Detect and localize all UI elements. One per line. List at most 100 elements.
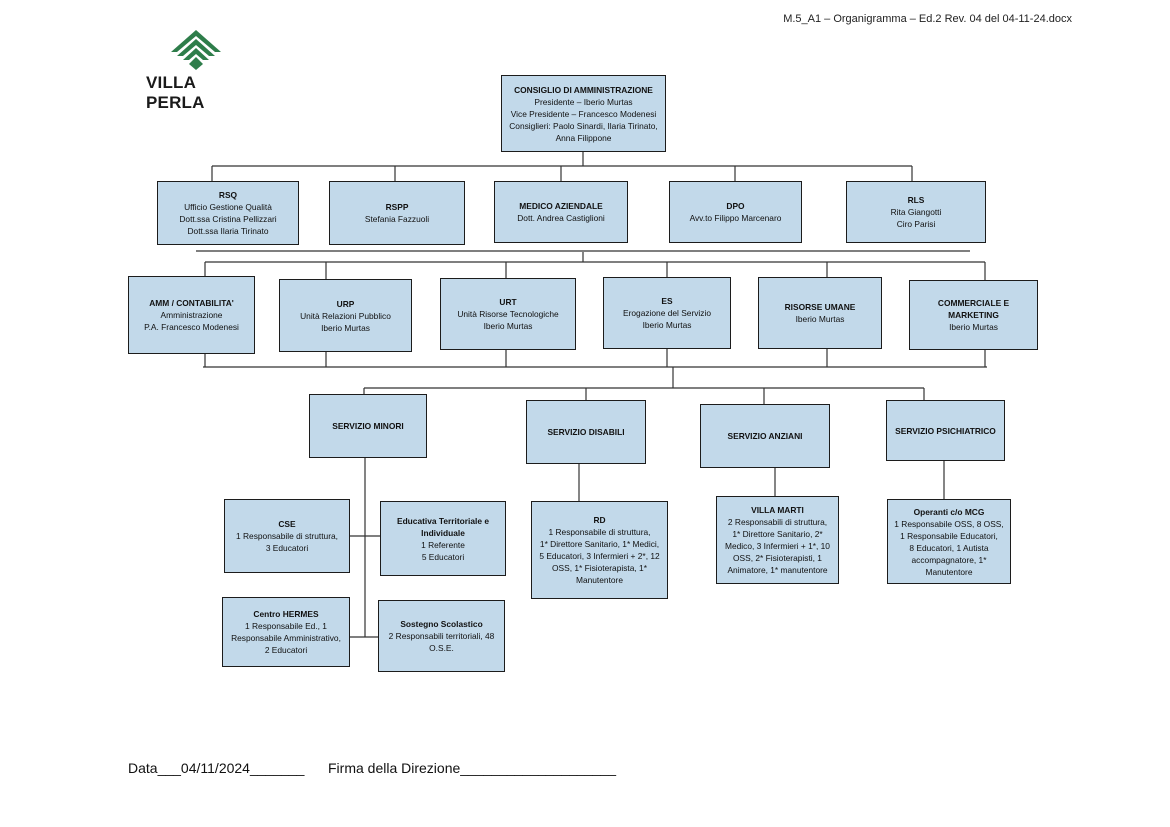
- dept-line: Iberio Murtas: [949, 322, 998, 332]
- staff-line: Ciro Parisi: [896, 219, 936, 229]
- dept-title: URT: [499, 297, 517, 307]
- unit-title: CSE: [278, 519, 296, 529]
- staff-box-rspp: RSPP Stefania Fazzuoli: [329, 181, 465, 245]
- dept-line: Unità Relazioni Pubblico: [300, 310, 391, 321]
- date-field: Data___04/11/2024_______: [128, 760, 305, 776]
- logo: VILLA PERLA: [146, 30, 246, 112]
- staff-title: RSPP: [385, 202, 409, 212]
- dept-title: COMMERCIALE E MARKETING: [937, 298, 1010, 320]
- staff-box-rls: RLS Rita Giangotti Ciro Parisi: [846, 181, 986, 243]
- unit-line: 1 Referente: [421, 539, 465, 550]
- dept-line: Amministrazione: [160, 310, 223, 320]
- service-title: SERVIZIO DISABILI: [547, 427, 625, 437]
- dept-line: Iberio Murtas: [483, 321, 533, 331]
- dept-line: Erogazione del Servizio: [623, 308, 711, 318]
- unit-box-cse: CSE 1 Responsabile di struttura, 3 Educa…: [224, 499, 350, 573]
- unit-box-operanti-mcg: Operanti c/o MCG 1 Responsabile OSS, 8 O…: [887, 499, 1011, 584]
- unit-box-rd: RD 1 Responsabile di struttura, 1* Diret…: [531, 501, 668, 599]
- dept-line: Iberio Murtas: [321, 322, 370, 333]
- dept-box-urt: URT Unità Risorse Tecnologiche Iberio Mu…: [440, 278, 576, 350]
- staff-line: Dott.ssa Cristina Pellizzari: [179, 214, 277, 224]
- unit-line: Manutentore: [925, 566, 973, 577]
- board-line: Consiglieri: Paolo Sinardi, Ilaria Tirin…: [509, 120, 658, 131]
- staff-line: Ufficio Gestione Qualità: [184, 202, 272, 212]
- staff-line: Rita Giangotti: [890, 207, 942, 217]
- unit-line: 1* Direttore Sanitario, 2*: [732, 529, 823, 539]
- dept-line: P.A. Francesco Modenesi: [144, 322, 239, 332]
- unit-line: accompagnatore, 1*: [911, 554, 987, 565]
- unit-line: Animatore, 1* manutentore: [727, 565, 828, 575]
- dept-box-es: ES Erogazione del Servizio Iberio Murtas: [603, 277, 731, 349]
- staff-box-medico: MEDICO AZIENDALE Dott. Andrea Castiglion…: [494, 181, 628, 243]
- dept-title: URP: [336, 298, 355, 309]
- unit-line: OSS, 1* Fisioterapista, 1*: [552, 563, 647, 573]
- service-box-anziani: SERVIZIO ANZIANI: [700, 404, 830, 468]
- signature-field: Firma della Direzione___________________…: [328, 760, 616, 776]
- unit-title: RD: [593, 515, 606, 525]
- unit-line: Responsabile Amministrativo,: [231, 633, 341, 643]
- unit-line: 2 Educatori: [264, 645, 308, 655]
- unit-line: 3 Educatori: [265, 543, 309, 553]
- staff-title: RSQ: [218, 190, 238, 200]
- unit-line: 1 Responsabile OSS, 8 OSS,: [894, 518, 1004, 529]
- staff-box-dpo: DPO Avv.to Filippo Marcenaro: [669, 181, 802, 243]
- board-line: Anna Filippone: [555, 132, 612, 143]
- board-line: Presidente – Iberio Murtas: [534, 96, 633, 107]
- unit-box-centro-hermes: Centro HERMES 1 Responsabile Ed., 1 Resp…: [222, 597, 350, 667]
- dept-title: ES: [661, 296, 673, 306]
- service-title: SERVIZIO MINORI: [332, 421, 404, 431]
- unit-line: 8 Educatori, 1 Autista: [909, 542, 989, 553]
- board-box: CONSIGLIO DI AMMINISTRAZIONE Presidente …: [501, 75, 666, 152]
- staff-line: Stefania Fazzuoli: [364, 214, 430, 224]
- unit-line: 1 Responsabile di struttura,: [548, 527, 651, 537]
- service-title: SERVIZIO ANZIANI: [727, 431, 803, 441]
- unit-line: Manutentore: [575, 575, 624, 585]
- unit-line: 1 Responsabile di struttura,: [236, 531, 338, 541]
- staff-line: Dott.ssa Ilaria Tirinato: [187, 226, 269, 236]
- unit-line: OSS, 2* Fisioterapisti, 1: [733, 553, 822, 563]
- logo-wordmark: VILLA PERLA: [146, 73, 205, 112]
- dept-line: Iberio Murtas: [795, 314, 845, 324]
- staff-line: Dott. Andrea Castiglioni: [517, 213, 605, 223]
- unit-line: O.S.E.: [429, 643, 454, 653]
- unit-title: Centro HERMES: [253, 609, 319, 619]
- staff-title: MEDICO AZIENDALE: [519, 201, 603, 211]
- service-box-disabili: SERVIZIO DISABILI: [526, 400, 646, 464]
- dept-box-amm: AMM / CONTABILITA' Amministrazione P.A. …: [128, 276, 255, 354]
- dept-line: Unità Risorse Tecnologiche: [457, 309, 559, 319]
- staff-title: DPO: [726, 201, 745, 211]
- unit-line: 5 Educatori: [421, 551, 465, 562]
- staff-line: Avv.to Filippo Marcenaro: [689, 213, 782, 223]
- unit-title: Educativa Territoriale e: [396, 515, 489, 526]
- service-box-minori: SERVIZIO MINORI: [309, 394, 427, 458]
- unit-line: 2 Responsabili di struttura,: [727, 517, 828, 527]
- unit-line: 5 Educatori, 3 Infermieri + 2*, 12: [539, 551, 660, 561]
- unit-line: 1* Direttore Sanitario, 1* Medici,: [539, 539, 660, 549]
- dept-box-commerciale: COMMERCIALE E MARKETING Iberio Murtas: [909, 280, 1038, 350]
- dept-title: AMM / CONTABILITA': [149, 298, 234, 308]
- stacked-chevrons-logo-icon: [171, 30, 221, 70]
- unit-box-sostegno-scolastico: Sostegno Scolastico 2 Responsabili terri…: [378, 600, 505, 672]
- unit-line: Medico, 3 Infermieri + 1*, 10: [725, 541, 830, 551]
- unit-box-villa-marti: VILLA MARTI 2 Responsabili di struttura,…: [716, 496, 839, 584]
- staff-box-rsq: RSQ Ufficio Gestione Qualità Dott.ssa Cr…: [157, 181, 299, 245]
- dept-box-urp: URP Unità Relazioni Pubblico Iberio Murt…: [279, 279, 412, 352]
- board-title: CONSIGLIO DI AMMINISTRAZIONE: [514, 84, 653, 95]
- unit-line: 1 Responsabile Ed., 1: [245, 621, 327, 631]
- unit-title: Sostegno Scolastico: [400, 619, 483, 629]
- unit-title: VILLA MARTI: [751, 505, 804, 515]
- unit-title: Operanti c/o MCG: [913, 506, 985, 517]
- service-box-psichiatrico: SERVIZIO PSICHIATRICO: [886, 400, 1005, 461]
- unit-title-continued: Individuale: [421, 527, 465, 538]
- unit-line: 2 Responsabili territoriali, 48: [388, 631, 495, 641]
- document-reference: M.5_A1 – Organigramma – Ed.2 Rev. 04 del…: [783, 13, 1072, 25]
- dept-title: RISORSE UMANE: [784, 302, 856, 312]
- service-title: SERVIZIO PSICHIATRICO: [895, 425, 996, 436]
- board-line: Vice Presidente – Francesco Modenesi: [510, 108, 657, 119]
- unit-box-educativa-territoriale: Educativa Territoriale e Individuale 1 R…: [380, 501, 506, 576]
- staff-title: RLS: [907, 195, 925, 205]
- unit-line: 1 Responsabile Educatori,: [900, 530, 998, 541]
- dept-line: Iberio Murtas: [642, 320, 692, 330]
- dept-box-risorse-umane: RISORSE UMANE Iberio Murtas: [758, 277, 882, 349]
